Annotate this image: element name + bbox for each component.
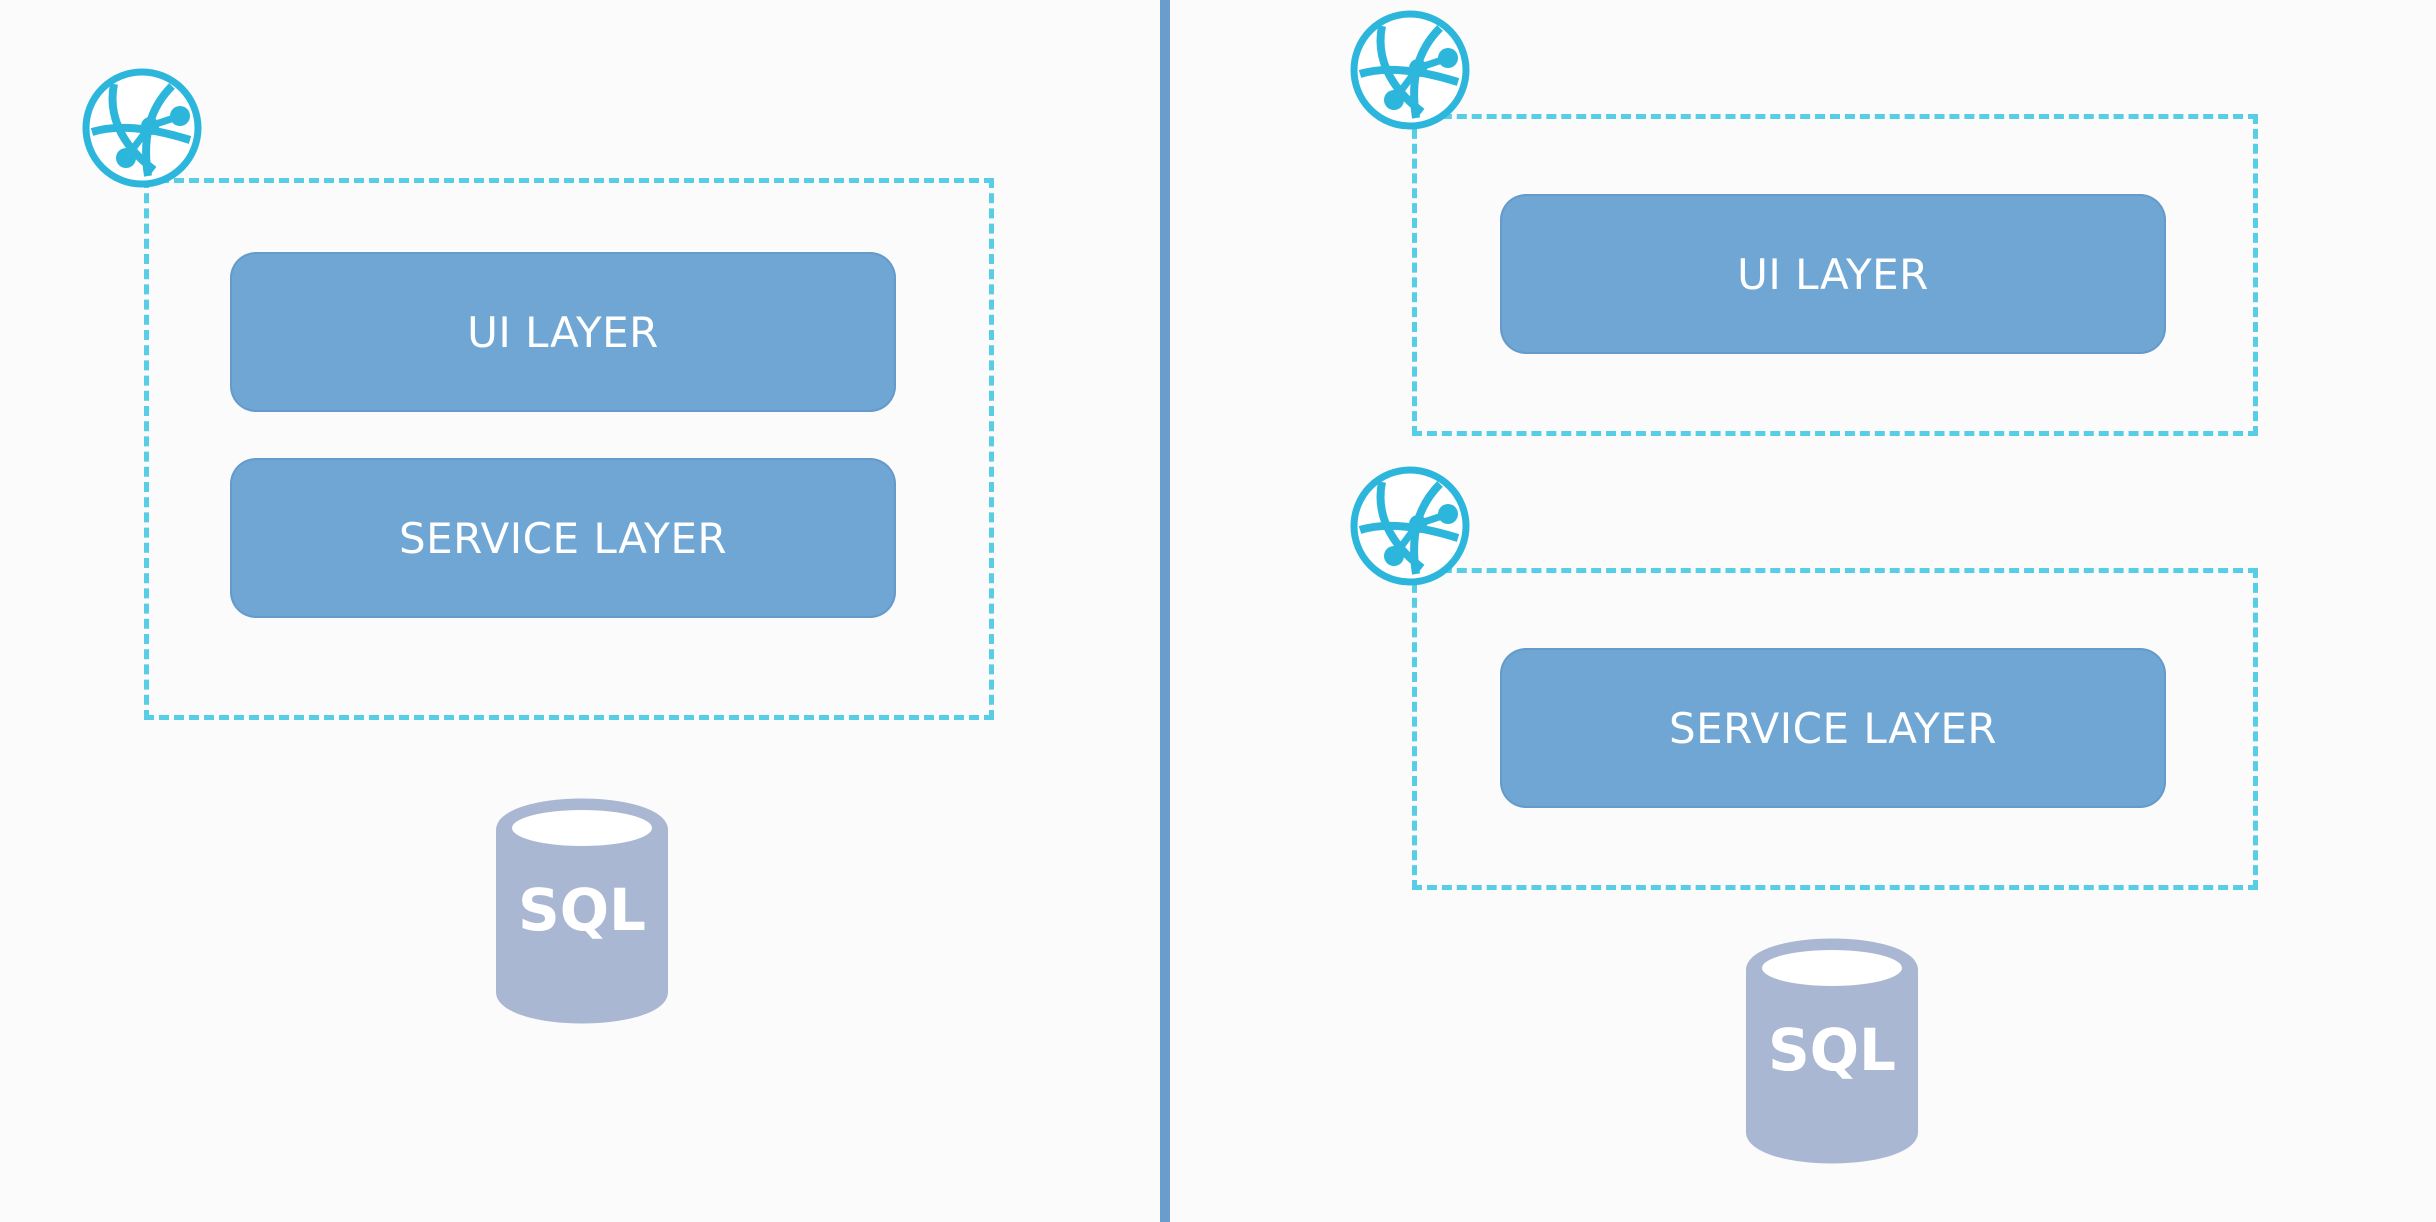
globe-network-icon (1350, 466, 1470, 586)
database-cylinder-icon (496, 798, 668, 1024)
database-cylinder-icon (1746, 938, 1918, 1164)
panel-divider (1160, 0, 1170, 1222)
right-ui-web-app-boundary (1412, 114, 2258, 436)
globe-network-icon (1350, 10, 1470, 130)
left-ui-layer: UI LAYER (230, 252, 896, 412)
right-service-web-app-boundary (1412, 568, 2258, 890)
left-service-layer: SERVICE LAYER (230, 458, 896, 618)
left-web-app-boundary (144, 178, 994, 720)
right-service-layer: SERVICE LAYER (1500, 648, 2166, 808)
left-database-label: SQL (517, 876, 647, 944)
globe-network-icon (82, 68, 202, 188)
right-ui-layer: UI LAYER (1500, 194, 2166, 354)
right-database-label: SQL (1767, 1016, 1897, 1084)
